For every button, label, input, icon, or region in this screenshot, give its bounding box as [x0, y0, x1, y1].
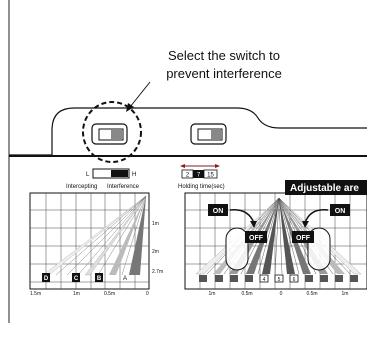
bottom-0: 0	[146, 291, 149, 297]
time-arrow-right	[215, 164, 220, 168]
dist-2-7m: 2.7m	[152, 269, 163, 275]
caption-holding-time: Holding time(sec)	[178, 184, 225, 190]
mode-indicator-fill	[111, 170, 128, 177]
adjustable-banner-text: Adjustable are	[290, 183, 359, 194]
time-box-7	[193, 170, 204, 178]
left-switch-knob[interactable]	[111, 130, 122, 139]
on-badge-left	[208, 204, 228, 216]
right-switch-knob[interactable]	[211, 130, 222, 139]
zone-c-box	[72, 273, 80, 282]
time-box-15	[203, 169, 218, 179]
rbottom-1m-right: 1m	[342, 291, 349, 297]
callout-arrow-line	[129, 81, 151, 108]
time-arrow-left	[180, 164, 185, 168]
zone-d-box	[42, 273, 50, 282]
label-l: L	[86, 172, 90, 178]
beam-c	[84, 195, 147, 276]
bottom-0-5m: 0.5m	[104, 291, 115, 297]
center-number-4: 4	[263, 277, 266, 283]
bottom-1-5m: 1.5m	[30, 291, 41, 297]
adjustable-banner	[285, 180, 367, 195]
dist-2m: 2m	[152, 249, 159, 255]
bottom-1m: 1m	[73, 291, 80, 297]
center-number-5: 5	[278, 277, 281, 283]
left-detection-panel: D C B A 1m 2m 2.7m 1.5m 1m 0.5m 0	[29, 192, 163, 297]
zone-d: D	[44, 276, 49, 282]
on-badge-right	[330, 204, 350, 216]
highlight-circle	[82, 101, 142, 163]
time-15: 15	[207, 173, 214, 179]
rbottom-0-5m-left: 0.5m	[241, 291, 252, 297]
right-detection-panel: 4 5 6 ON ON OFF OFF Adjustable are 1m 0.…	[184, 180, 367, 297]
caption-interference: Interference	[107, 184, 140, 190]
caption-intercepting: Intercepting	[66, 184, 97, 190]
zone-b: B	[97, 276, 102, 282]
rbottom-1m-left: 1m	[209, 291, 216, 297]
time-7: 7	[197, 173, 201, 179]
on-arrow-left	[229, 209, 255, 224]
beam-a	[129, 196, 146, 275]
zone-a: A	[123, 276, 127, 282]
label-h: H	[132, 172, 136, 178]
zone-c: C	[74, 276, 79, 282]
on-label-left: ON	[213, 208, 224, 215]
rbottom-0: 0	[280, 291, 283, 297]
rbottom-0-5m-right: 0.5m	[306, 291, 317, 297]
off-label-left: OFF	[249, 235, 264, 242]
beam-b	[109, 196, 146, 275]
time-2: 2	[186, 173, 190, 179]
off-badge-right	[292, 231, 314, 243]
dist-1m: 1m	[152, 221, 159, 227]
callout-line-1: Select the switch to	[168, 48, 280, 63]
center-number-6: 6	[293, 277, 296, 283]
left-target-shape	[225, 227, 249, 271]
zone-b-box	[95, 273, 103, 282]
off-badge-left	[245, 231, 267, 243]
on-arrow-right	[304, 209, 329, 224]
housing-outline	[9, 107, 367, 156]
off-label-right: OFF	[296, 235, 311, 242]
callout-line-2: prevent interference	[166, 66, 282, 81]
on-label-right: ON	[335, 208, 346, 215]
